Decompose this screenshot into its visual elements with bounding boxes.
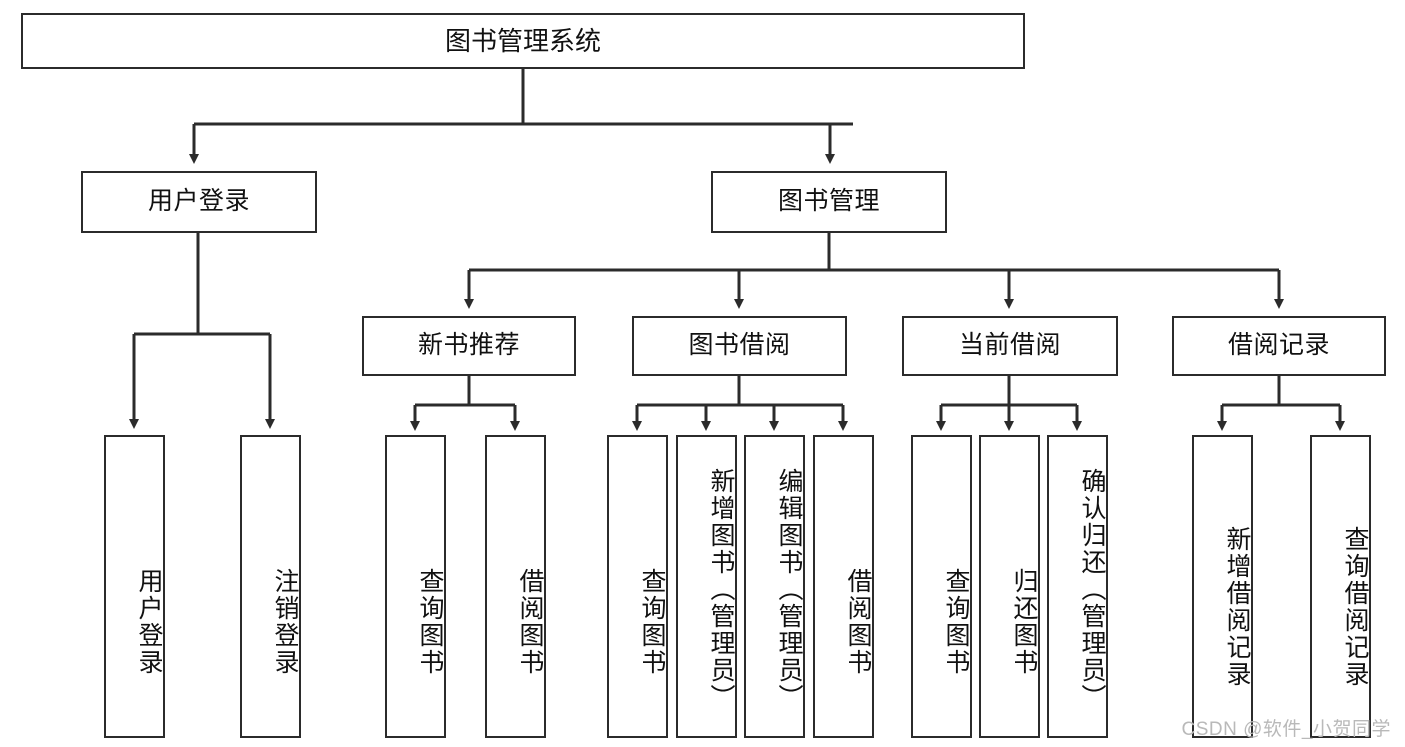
node-book-management[interactable]: 图书管理 — [711, 171, 947, 233]
node-root-label: 图书管理系统 — [444, 25, 601, 56]
leaf-borrow-borrow-book[interactable]: 借阅图书 — [813, 435, 874, 738]
leaf-current-confirm-return-label: 确认归还（管理员） — [1078, 468, 1106, 711]
leaf-record-add-label: 新增借阅记录 — [1223, 525, 1251, 688]
leaf-borrow-add-book-label: 新增图书（管理员） — [707, 468, 735, 711]
leaf-new-book-query-label: 查询图书 — [416, 567, 444, 676]
node-current-borrow[interactable]: 当前借阅 — [902, 316, 1118, 376]
node-book-borrow[interactable]: 图书借阅 — [632, 316, 847, 376]
leaf-borrow-query-book-label: 查询图书 — [638, 567, 666, 676]
leaf-record-add[interactable]: 新增借阅记录 — [1192, 435, 1253, 738]
leaf-current-query-book[interactable]: 查询图书 — [911, 435, 972, 738]
leaf-borrow-borrow-book-label: 借阅图书 — [844, 567, 872, 676]
node-root-system[interactable]: 图书管理系统 — [21, 13, 1025, 69]
leaf-new-book-borrow[interactable]: 借阅图书 — [485, 435, 546, 738]
node-new-book-recommend[interactable]: 新书推荐 — [362, 316, 576, 376]
leaf-user-login-logout[interactable]: 注销登录 — [240, 435, 301, 738]
node-book-management-label: 图书管理 — [777, 187, 880, 216]
leaf-user-login-logout-label: 注销登录 — [271, 567, 299, 676]
leaf-current-return-book[interactable]: 归还图书 — [979, 435, 1040, 738]
node-borrow-record[interactable]: 借阅记录 — [1172, 316, 1386, 376]
csdn-watermark: CSDN @软件_小贺同学 — [1181, 719, 1391, 740]
leaf-borrow-edit-book[interactable]: 编辑图书（管理员） — [744, 435, 805, 738]
leaf-current-confirm-return[interactable]: 确认归还（管理员） — [1047, 435, 1108, 738]
node-current-borrow-label: 当前借阅 — [958, 331, 1061, 360]
leaf-record-query[interactable]: 查询借阅记录 — [1310, 435, 1371, 738]
node-borrow-record-label: 借阅记录 — [1227, 331, 1330, 360]
leaf-current-return-book-label: 归还图书 — [1010, 567, 1038, 676]
leaf-borrow-add-book[interactable]: 新增图书（管理员） — [676, 435, 737, 738]
leaf-borrow-edit-book-label: 编辑图书（管理员） — [775, 468, 803, 711]
leaf-borrow-query-book[interactable]: 查询图书 — [607, 435, 668, 738]
leaf-record-query-label: 查询借阅记录 — [1341, 525, 1369, 688]
node-user-login[interactable]: 用户登录 — [81, 171, 317, 233]
leaf-current-query-book-label: 查询图书 — [942, 567, 970, 676]
leaf-new-book-query[interactable]: 查询图书 — [385, 435, 446, 738]
node-book-borrow-label: 图书借阅 — [688, 331, 791, 360]
leaf-user-login-login[interactable]: 用户登录 — [104, 435, 165, 738]
node-user-login-label: 用户登录 — [147, 187, 250, 216]
leaf-user-login-login-label: 用户登录 — [135, 567, 163, 676]
node-new-book-recommend-label: 新书推荐 — [417, 331, 520, 360]
leaf-new-book-borrow-label: 借阅图书 — [516, 567, 544, 676]
